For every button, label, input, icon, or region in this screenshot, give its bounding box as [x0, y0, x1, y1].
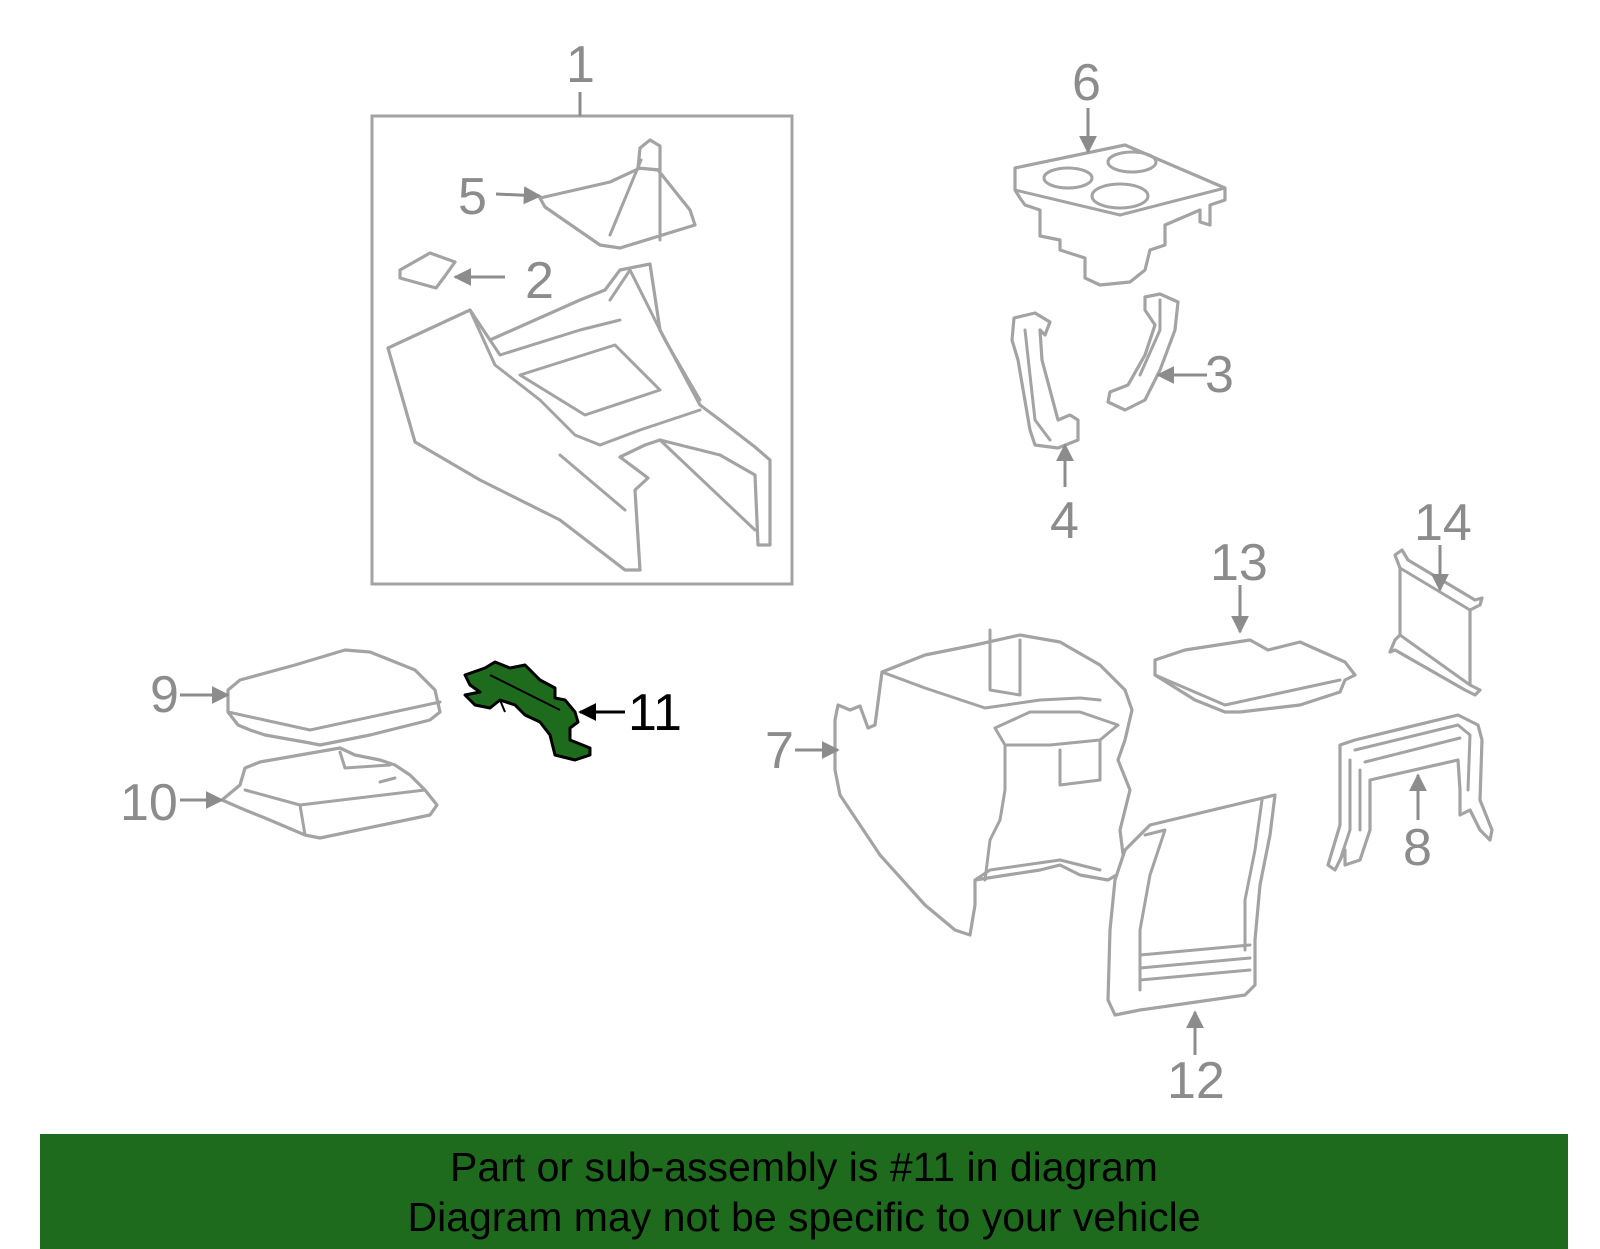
- callout-4: 4: [1050, 492, 1079, 550]
- callout-9: 9: [150, 666, 179, 724]
- callout-13: 13: [1210, 534, 1268, 592]
- callout-6: 6: [1072, 54, 1101, 112]
- info-banner: Part or sub-assembly is #11 in diagram D…: [40, 1134, 1568, 1249]
- part-14-wire-frame[interactable]: [1388, 548, 1484, 697]
- callout-7: 7: [765, 722, 794, 780]
- part-4-bracket-left[interactable]: [1010, 311, 1080, 450]
- part-1-console-panel[interactable]: [386, 262, 772, 572]
- part-8-u-bracket[interactable]: [1326, 713, 1494, 872]
- part-7-console-body[interactable]: [833, 628, 1134, 937]
- callout-14: 14: [1414, 494, 1472, 552]
- callout-11: 11: [628, 684, 682, 742]
- part-2-clip[interactable]: [398, 251, 457, 290]
- callout-2: 2: [525, 252, 554, 310]
- part-5-shift-boot[interactable]: [538, 138, 697, 250]
- part-12-rear-panel[interactable]: [1106, 793, 1277, 1017]
- callout-8: 8: [1403, 819, 1432, 877]
- part-13-tray[interactable]: [1153, 638, 1357, 714]
- banner-line-1: Part or sub-assembly is #11 in diagram: [450, 1144, 1158, 1190]
- callout-3: 3: [1205, 346, 1234, 404]
- part-10-armrest-base[interactable]: [220, 746, 439, 840]
- callout-1: 1: [566, 36, 595, 94]
- part-11-bracket-highlighted[interactable]: [463, 660, 592, 762]
- part-9-armrest-lid[interactable]: [226, 648, 442, 747]
- callout-12: 12: [1167, 1052, 1225, 1110]
- callout-10: 10: [120, 774, 178, 832]
- callout-5: 5: [458, 168, 487, 226]
- assembly-box-1: [370, 114, 794, 586]
- part-3-bracket-right[interactable]: [1106, 292, 1180, 412]
- part-6-cup-holder[interactable]: [1013, 143, 1227, 287]
- banner-line-2: Diagram may not be specific to your vehi…: [407, 1194, 1201, 1240]
